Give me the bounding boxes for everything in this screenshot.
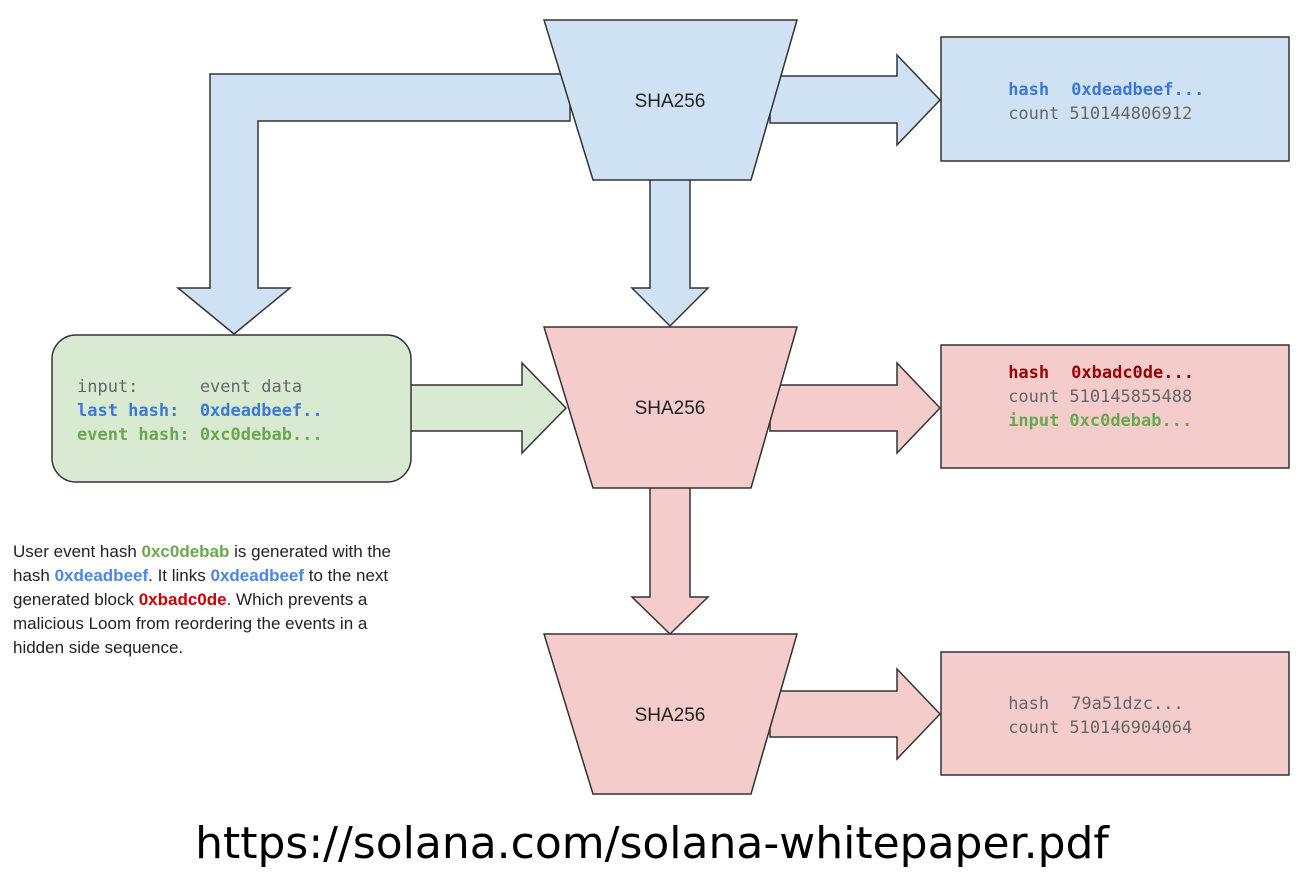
output-top-hash-label: hash [1008,80,1049,100]
caption-linked-hash: 0xdeadbeef [210,566,305,585]
feedback-arrow [175,73,571,335]
output-top-hash-line: hash 0xdeadbeef... [957,80,1235,100]
sha256-top-label: SHA256 [635,91,706,112]
output-mid-box [940,344,1290,469]
flow-diagram: SHA256 hash 0xdeadbeef... count 5101448069… [51,19,1290,795]
output-top-count-line: count 510144806912 [957,104,1223,124]
sha256-mid-label: SHA256 [635,398,706,419]
sha256-bottom-node [542,633,798,795]
caption-text-1: User event hash [13,542,142,561]
output-bottom-hash-value: 79a51dzc... [1071,694,1184,714]
input-line-event-hash: event hash: 0xc0debab... [77,425,323,445]
output-bottom-count-value: 510146904064 [1069,718,1192,738]
input-line-last-hash: last hash: 0xdeadbeef.. [77,401,323,421]
sha256-bottom-label: SHA256 [635,705,706,726]
output-bottom-hash-line: hash 79a51dzc... [957,694,1214,714]
sha256-top-node [542,19,798,181]
input-event-box [51,334,412,483]
sha256-mid-node [542,326,798,489]
arrow-mid-to-output [769,361,942,455]
output-bottom-count-line: count 510146904064 [957,718,1223,738]
output-mid-count-label: count [1008,387,1059,407]
arrow-mid-to-bottom [630,485,710,636]
output-top-count-label: count [1008,104,1059,124]
caption-text-4: to the next generated block [13,566,389,609]
output-mid-hash-label: hash [1008,363,1049,383]
output-mid-count-value: 510145855488 [1069,387,1192,407]
caption-text-3: . It links [148,566,211,585]
output-mid-input-label: input [1008,411,1059,431]
output-mid-count-line: count 510145855488 [957,387,1223,407]
output-top-hash-value: 0xdeadbeef... [1071,80,1204,100]
output-mid-hash-line: hash 0xbadc0de... [957,363,1225,383]
output-mid-input-value: 0xc0debab... [1069,411,1192,431]
arrow-top-to-mid [630,177,710,328]
arrow-top-to-output [769,53,942,147]
output-mid-input-line: input 0xc0debab... [957,411,1223,431]
input-line-event-data: input: event data [77,377,302,397]
explanation-caption: User event hash 0xc0debab is generated w… [13,540,393,660]
caption-event-hash: 0xc0debab [141,542,230,561]
output-bottom-count-label: count [1008,718,1059,738]
output-mid-hash-value: 0xbadc0de... [1071,363,1194,383]
caption-text-5: . Which prevents a malicious Loom from r… [13,590,368,657]
arrow-bottom-to-output [769,667,942,761]
output-top-count-value: 510144806912 [1069,104,1192,124]
arrow-input-to-mid [409,361,568,455]
caption-next-block-hash: 0xbadc0de [138,590,227,609]
output-bottom-box [940,651,1290,776]
output-bottom-hash-label: hash [1008,694,1049,714]
caption-text-2: is generated with the hash [13,542,392,585]
caption-last-hash: 0xdeadbeef [54,566,149,585]
source-url: https://solana.com/solana-whitepaper.pdf [195,818,1109,869]
output-top-box [940,36,1290,162]
